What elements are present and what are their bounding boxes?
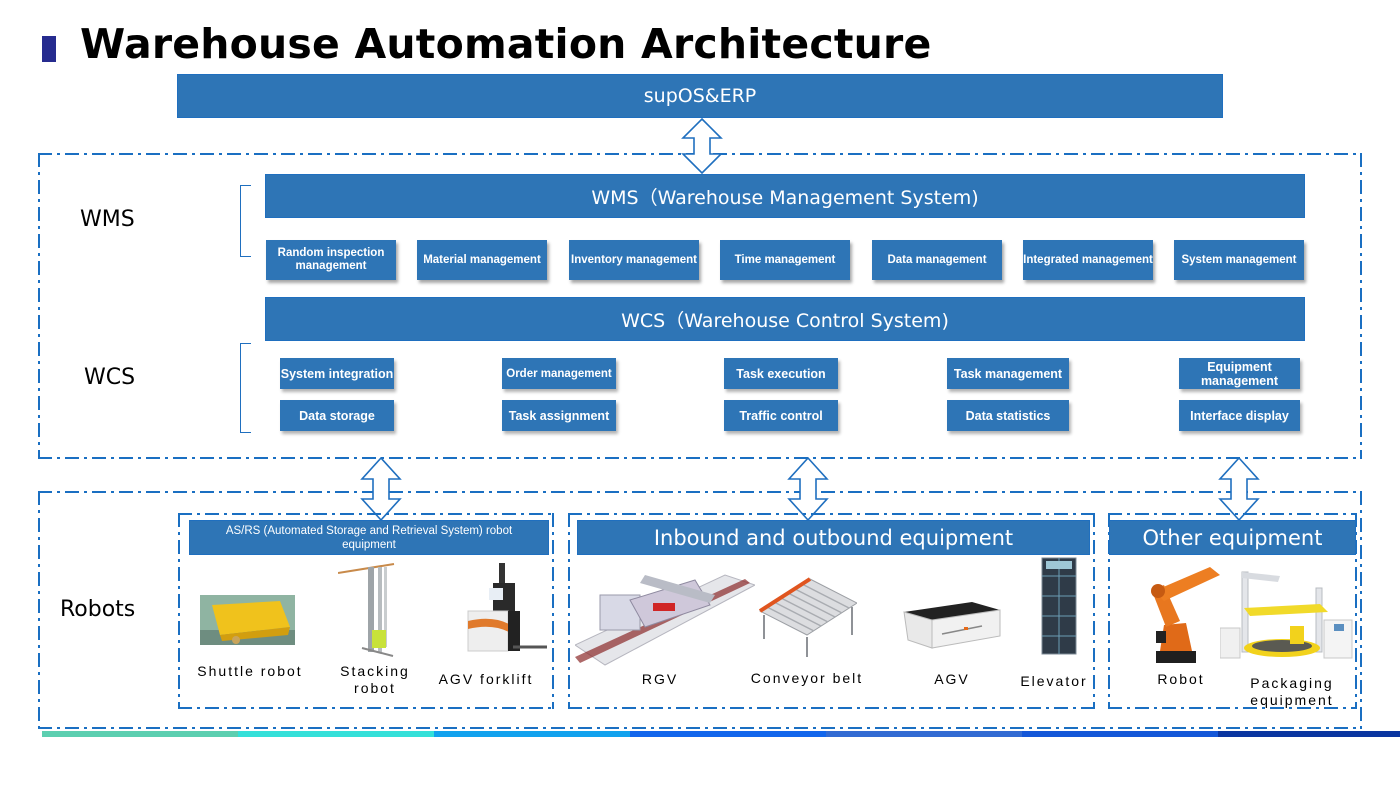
conveyor-belt-icon [758, 577, 857, 657]
other-frame-top [1108, 513, 1357, 515]
wcs-label: WCS [84, 365, 136, 390]
inbound-frame-bottom [568, 707, 1095, 709]
double-arrow-icon [787, 457, 829, 521]
wms-bracket [240, 185, 251, 257]
wms-module-random-inspection: Random inspection management [266, 240, 396, 280]
asrs-frame-bottom [178, 707, 554, 709]
caption-shuttle-robot: Shuttle robot [197, 663, 303, 679]
caption-rgv: RGV [641, 671, 679, 687]
double-arrow-icon [1218, 457, 1260, 521]
wms-module-data: Data management [872, 240, 1002, 280]
title-marker [42, 36, 56, 62]
wms-module-inventory: Inventory management [569, 240, 699, 280]
wcs-bar: WCS（Warehouse Control System) [265, 297, 1305, 341]
packaging-equipment-icon [1220, 571, 1353, 659]
double-arrow-icon [360, 457, 402, 521]
caption-elevator: Elevator [1020, 673, 1088, 689]
rgv-icon [575, 574, 755, 666]
other-frame-left [1108, 513, 1110, 709]
footer-band-segment [630, 731, 826, 737]
asrs-header: AS/RS (Automated Storage and Retrieval S… [189, 520, 549, 555]
caption-agv: AGV [934, 671, 970, 687]
robots-frame-right [1360, 491, 1362, 729]
asrs-frame-top [178, 513, 554, 515]
system-frame-bottom [38, 457, 1362, 459]
caption-agv-forklift: AGV forklift [438, 671, 534, 687]
wcs-module-data-storage: Data storage [280, 400, 394, 431]
other-frame-bottom [1108, 707, 1357, 709]
system-frame-left [38, 153, 40, 459]
footer-band-segment [1022, 731, 1218, 737]
asrs-frame-right [552, 513, 554, 709]
page-title: Warehouse Automation Architecture [80, 20, 932, 68]
inbound-frame-right [1093, 513, 1095, 709]
other-equipment-header: Other equipment [1109, 520, 1356, 555]
robot-arm-icon [1151, 567, 1220, 663]
wms-module-time: Time management [720, 240, 850, 280]
agv-forklift-icon [467, 563, 547, 652]
wms-module-material: Material management [417, 240, 547, 280]
wcs-module-traffic-control: Traffic control [724, 400, 838, 431]
system-frame-right [1360, 153, 1362, 459]
caption-robot: Robot [1157, 671, 1205, 687]
caption-packaging-equipment: Packaging equipment [1250, 675, 1334, 708]
wms-bar: WMS（Warehouse Management System) [265, 174, 1305, 218]
elevator-icon [1041, 557, 1077, 655]
caption-stacking-robot: Stacking robot [340, 663, 410, 696]
caption-conveyor-belt: Conveyor belt [750, 670, 864, 686]
wcs-module-equipment-management: Equipment management [1179, 358, 1300, 389]
wcs-module-system-integration: System integration [280, 358, 394, 389]
wms-label: WMS [80, 207, 135, 232]
robots-label: Robots [60, 597, 136, 622]
agv-icon [903, 602, 1001, 649]
footer-band-segment [42, 731, 238, 737]
robots-frame-left [38, 491, 40, 729]
robots-frame-top [38, 491, 1362, 493]
double-arrow-icon [681, 118, 723, 174]
shuttle-robot-icon [200, 595, 295, 645]
footer-band-segment [434, 731, 630, 737]
wcs-module-data-statistics: Data statistics [947, 400, 1069, 431]
footer-band-segment [1218, 731, 1400, 737]
inbound-outbound-header: Inbound and outbound equipment [577, 520, 1090, 555]
footer-band-segment [826, 731, 1022, 737]
wcs-module-order-management: Order management [502, 358, 616, 389]
asrs-frame-left [178, 513, 180, 709]
wcs-bracket [240, 343, 251, 433]
other-frame-right [1355, 513, 1357, 709]
wcs-module-task-management: Task management [947, 358, 1069, 389]
footer-band-segment [238, 731, 434, 737]
wcs-module-task-execution: Task execution [724, 358, 838, 389]
wms-module-system: System management [1174, 240, 1304, 280]
inbound-frame-left [568, 513, 570, 709]
supos-erp-bar: supOS&ERP [177, 74, 1223, 118]
wms-module-integrated: Integrated management [1023, 240, 1153, 280]
wcs-module-task-assignment: Task assignment [502, 400, 616, 431]
wcs-module-interface-display: Interface display [1179, 400, 1300, 431]
stacking-robot-icon [338, 563, 395, 657]
robots-frame-bottom [38, 727, 1362, 729]
inbound-frame-top [568, 513, 1095, 515]
